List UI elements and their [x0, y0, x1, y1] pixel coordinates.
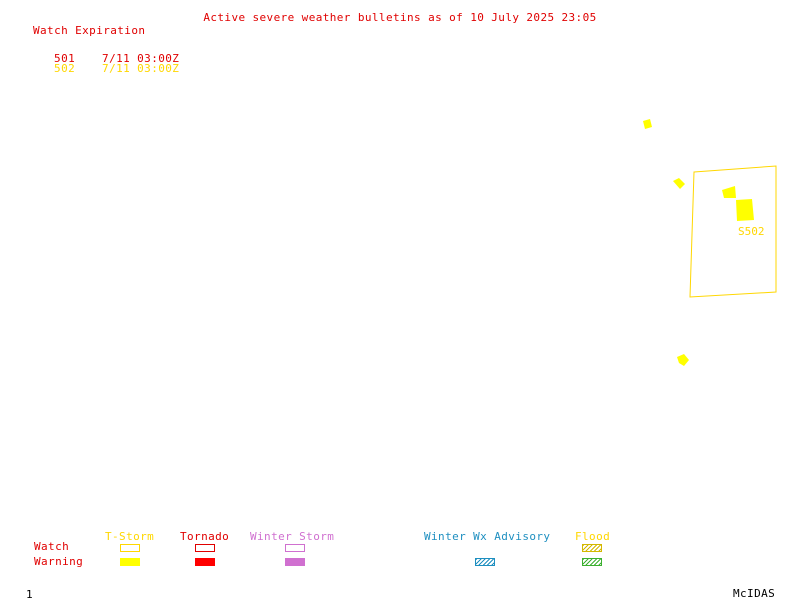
- watch-expiration-time: 7/11 03:00Z: [102, 62, 180, 75]
- watch-row[interactable]: 502 7/11 03:00Z: [40, 52, 179, 74]
- legend-watch-row-label: Watch: [34, 540, 70, 553]
- watch-row[interactable]: 501 7/11 03:00Z: [40, 42, 179, 64]
- flood-warning-swatch: [582, 558, 602, 566]
- flood-watch-swatch: [582, 544, 602, 552]
- watch-number: 502: [54, 62, 76, 75]
- winter-wx-advisory-swatch: [475, 558, 495, 566]
- watch-expiration-time: 7/11 03:00Z: [102, 52, 180, 65]
- tornado-warning-swatch: [195, 558, 215, 566]
- tstorm-warning-swatch: [120, 558, 140, 566]
- frame-number: 1: [26, 588, 33, 601]
- watch-502-outline[interactable]: [689, 165, 777, 298]
- legend-tstorm-header: T-Storm: [105, 530, 155, 543]
- legend-winter-storm-header: Winter Storm: [250, 530, 335, 543]
- bulletin-title: Active severe weather bulletins as of 10…: [203, 11, 597, 24]
- tstorm-warning-polygon[interactable]: [677, 354, 689, 366]
- watch-502-label: S502: [738, 225, 765, 238]
- watch-expiration-header: Watch Expiration: [33, 24, 146, 37]
- winter-storm-watch-swatch: [285, 544, 305, 552]
- mcidas-brand-label: McIDAS: [733, 587, 776, 600]
- tstorm-warning-polygon[interactable]: [722, 186, 736, 198]
- legend-flood-header: Flood: [575, 530, 611, 543]
- tstorm-watch-swatch: [120, 544, 140, 552]
- tstorm-warning-polygon[interactable]: [643, 119, 652, 129]
- tornado-watch-swatch: [195, 544, 215, 552]
- legend-tornado-header: Tornado: [180, 530, 230, 543]
- watch-number: 501: [54, 52, 76, 65]
- legend-winter-wx-advisory-header: Winter Wx Advisory: [424, 530, 551, 543]
- winter-storm-warning-swatch: [285, 558, 305, 566]
- legend-warning-row-label: Warning: [34, 555, 84, 568]
- tstorm-warning-polygon[interactable]: [736, 199, 754, 221]
- tstorm-warning-polygon[interactable]: [673, 178, 685, 189]
